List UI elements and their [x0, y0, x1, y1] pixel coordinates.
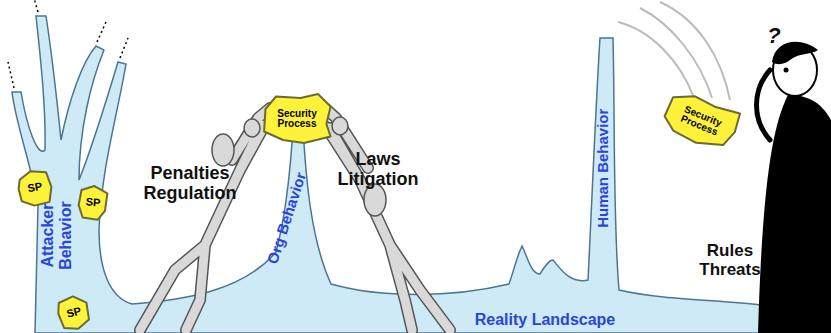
landscape-label: Attacker Behavior — [39, 201, 74, 271]
right-robot — [318, 108, 450, 330]
landscape-label: Reality Landscape — [455, 311, 635, 329]
security-blob: SP — [77, 185, 110, 221]
security-blob: Security Process — [658, 86, 744, 156]
blob-shape — [16, 168, 54, 208]
blob-text: Security Process — [262, 94, 332, 144]
blob-text: Security Process — [658, 86, 744, 156]
landscape-label: Rules Threats — [692, 242, 768, 279]
left-robot — [140, 108, 272, 330]
landscape-label: Laws Litigation — [330, 150, 426, 190]
thinking-person — [757, 42, 831, 333]
motion-lines — [618, 2, 730, 100]
security-blob: Security Process — [262, 94, 332, 144]
reality-landscape — [12, 16, 781, 333]
landscape-label: Penalties Regulation — [130, 164, 250, 204]
blob-text: SP — [77, 185, 110, 221]
security-blob: SP — [15, 167, 55, 208]
landscape-label: Human Behavior — [595, 105, 612, 231]
blob-text: SP — [15, 167, 55, 208]
landscape-label: ? — [764, 24, 784, 48]
branch-ends — [8, 0, 128, 88]
